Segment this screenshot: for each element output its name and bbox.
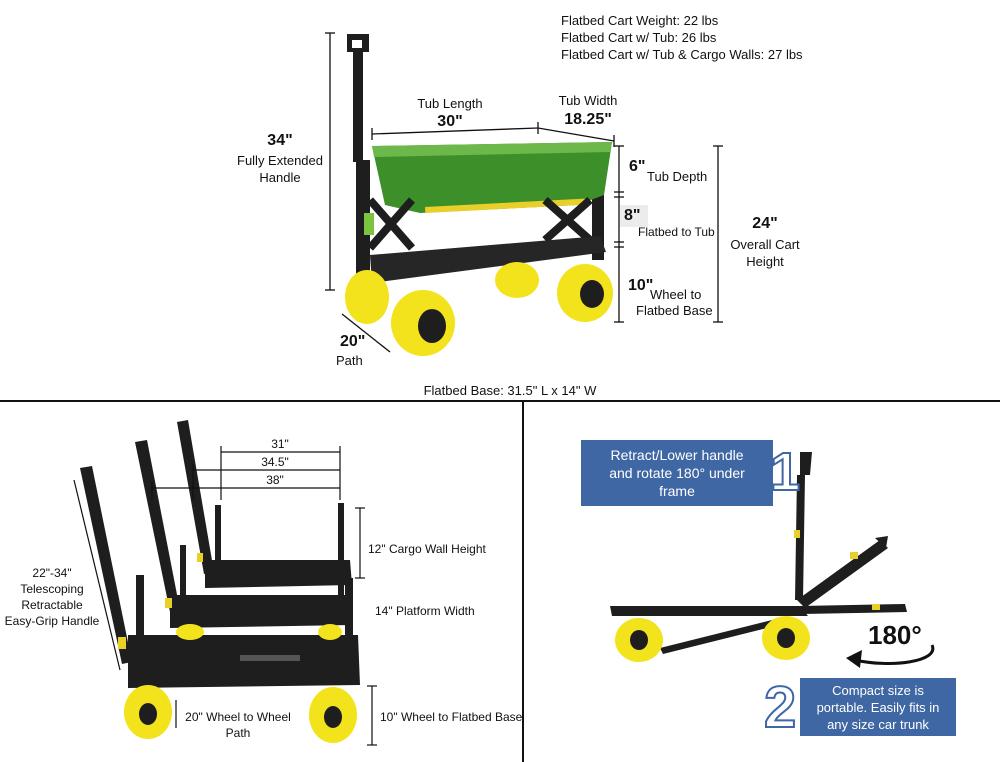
tub-width-value: 18.25" — [564, 111, 612, 128]
step2-number: 2 — [763, 675, 797, 740]
dimension-38: 38" — [266, 473, 284, 487]
platform-width: 14" Platform Width — [375, 604, 475, 618]
rotate-180-label: 180° — [868, 620, 922, 650]
weight-with-tub: Flatbed Cart w/ Tub: 26 lbs — [561, 30, 717, 45]
step2-text-line2: portable. Easily fits in — [816, 699, 940, 715]
flatbed-base-dimensions: Flatbed Base: 31.5" L x 14" W — [423, 383, 597, 398]
top-dimension-lines — [325, 32, 723, 353]
wheel-path-line2: Path — [225, 726, 251, 740]
bottom-left-dimension-lines — [73, 446, 377, 746]
tub-length-label: Tub Length — [417, 96, 483, 111]
folded-cart-image — [610, 452, 935, 668]
dimension-34-5: 34.5" — [261, 455, 289, 469]
wheel-path-line1: 20" Wheel to Wheel — [185, 710, 291, 724]
handle-range: 22"-34" — [32, 566, 72, 580]
handle-retractable: Retractable — [21, 598, 83, 612]
handle-label-line2: Handle — [259, 170, 301, 185]
overall-height-label1: Overall Cart — [730, 237, 800, 252]
step2-box: Compact size is portable. Easily fits in… — [800, 678, 956, 736]
weight-with-walls: Flatbed Cart w/ Tub & Cargo Walls: 27 lb… — [561, 47, 803, 62]
overall-height-label2: Height — [746, 254, 784, 269]
weight-flatbed: Flatbed Cart Weight: 22 lbs — [561, 13, 719, 28]
wheel-to-base-label2: Flatbed Base — [636, 303, 713, 318]
step1-text-line3: frame — [659, 483, 695, 499]
step1-text-line1: Retract/Lower handle — [610, 447, 744, 463]
path-label: Path — [336, 353, 363, 368]
step1-box: Retract/Lower handle and rotate 180° und… — [581, 440, 773, 506]
dimension-31: 31" — [271, 437, 289, 451]
handle-label-line1: Fully Extended — [237, 153, 323, 168]
path-value: 20" — [340, 333, 366, 350]
top-cart-image — [345, 34, 613, 356]
stacked-carts-image — [80, 420, 360, 743]
flatbed-to-tub-label: Flatbed to Tub — [638, 225, 715, 239]
wheel-to-flatbed-base: 10" Wheel to Flatbed Base — [380, 710, 523, 724]
step1-number: 1 — [769, 442, 801, 502]
tub-length-value: 30" — [437, 113, 463, 130]
overall-height-value: 24" — [752, 215, 778, 232]
flatbed-to-tub-highlight — [620, 205, 648, 227]
handle-height-value: 34" — [267, 132, 293, 149]
step2-text-line3: any size car trunk — [827, 716, 929, 732]
wheel-to-base-value: 10" — [628, 277, 654, 294]
step1-text-line2: and rotate 180° under — [609, 465, 745, 481]
step2-text-line1: Compact size is — [832, 682, 924, 698]
handle-easy-grip: Easy-Grip Handle — [4, 614, 100, 628]
flatbed-to-tub-value: 8" — [624, 207, 641, 224]
wheel-to-base-label1: Wheel to — [650, 287, 702, 302]
cargo-wall-height: 12" Cargo Wall Height — [368, 542, 486, 556]
tub-width-label: Tub Width — [558, 93, 618, 108]
handle-telescoping: Telescoping — [20, 582, 84, 596]
tub-depth-label: Tub Depth — [647, 169, 708, 184]
tub-depth-value: 6" — [629, 158, 646, 175]
